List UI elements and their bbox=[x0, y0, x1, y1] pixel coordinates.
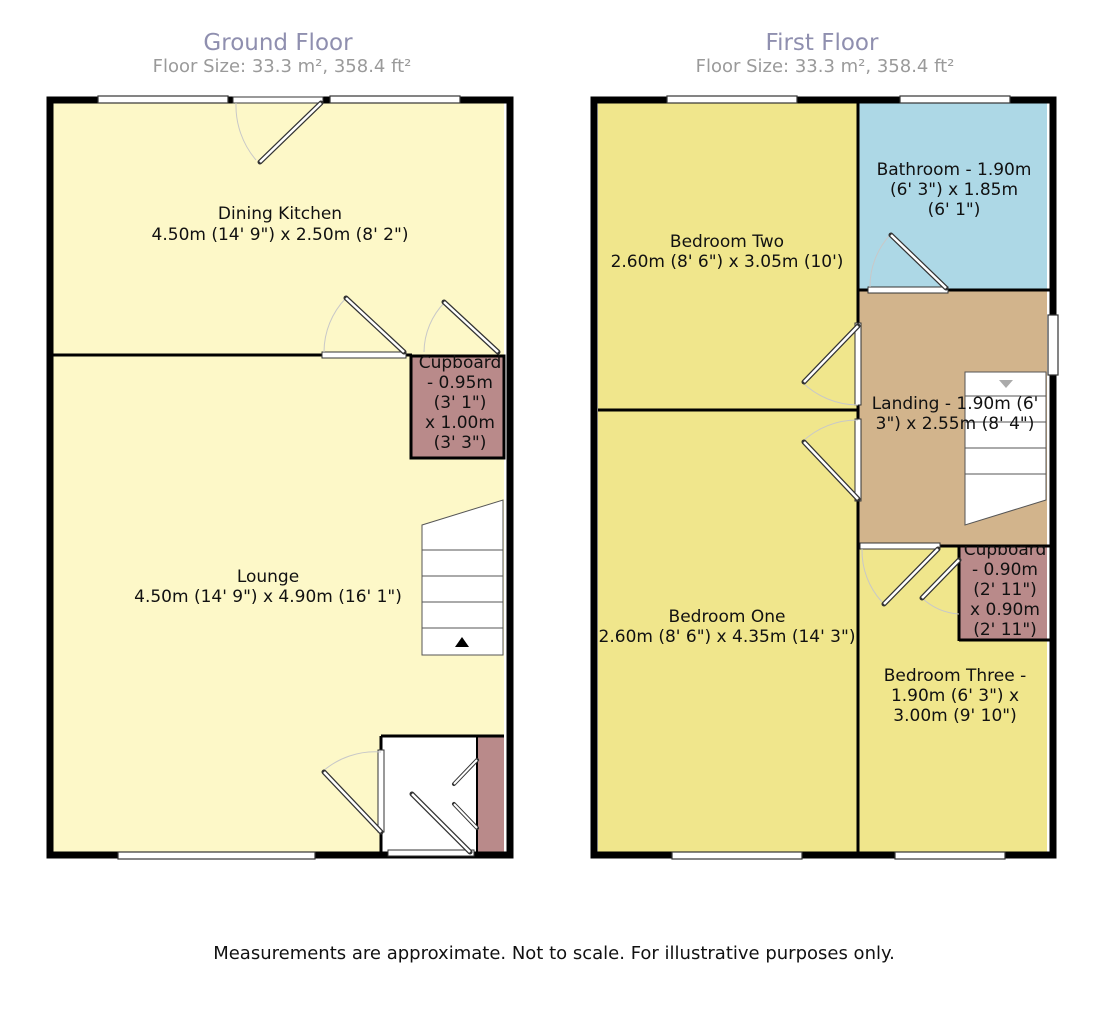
landing-window bbox=[1047, 314, 1059, 376]
svg-text:Cupboard: Cupboard bbox=[964, 540, 1047, 560]
landing-label: Landing - 1.90m (6' 3") x 2.55m (8' 4") bbox=[872, 394, 1039, 434]
ground-floor-size: Floor Size: 33.3 m², 358.4 ft² bbox=[153, 56, 412, 77]
dining-kitchen-dims: 4.50m (14' 9") x 2.50m (8' 2") bbox=[152, 225, 409, 245]
bedroom-three-label-2: 1.90m (6' 3") x bbox=[891, 686, 1019, 706]
bathroom-door bbox=[867, 232, 949, 294]
lounge-name: Lounge bbox=[237, 567, 299, 587]
kitchen-window-right bbox=[329, 95, 461, 104]
first-floor-title: First Floor bbox=[766, 30, 879, 56]
bathroom-label-3: (6' 1") bbox=[928, 200, 981, 220]
bedroom-three-label-3: 3.00m (9' 10") bbox=[893, 706, 1016, 726]
bathroom-room bbox=[859, 103, 1047, 290]
bedroom-one-dims: 2.60m (8' 6") x 4.35m (14' 3") bbox=[599, 627, 856, 647]
cupboard-door-ground bbox=[423, 299, 501, 355]
svg-text:(3' 1"): (3' 1") bbox=[434, 393, 487, 413]
ground-cupboard-title-overflow: Cupboard bbox=[419, 353, 502, 373]
first-cupboard-label: Cupboard - 0.90m (2' 11") x 0.90m (2' 11… bbox=[964, 540, 1047, 640]
bedroom-three-window bbox=[894, 851, 1006, 860]
bathroom-label-2: (6' 3") x 1.85m bbox=[890, 180, 1018, 200]
ground-floor: Ground Floor Floor Size: 33.3 m², 358.4 … bbox=[46, 30, 514, 860]
cupboard-door-first bbox=[919, 557, 962, 615]
stair-down-arrow-icon bbox=[999, 380, 1013, 388]
bedroom-two-dims: 2.60m (8' 6") x 3.05m (10') bbox=[611, 252, 844, 272]
svg-text:Landing - 1.90m (6': Landing - 1.90m (6' bbox=[872, 394, 1039, 414]
bedroom-one-door bbox=[801, 418, 862, 502]
svg-text:x 1.00m: x 1.00m bbox=[425, 413, 495, 433]
bedroom-one-window bbox=[671, 851, 803, 860]
back-door bbox=[232, 96, 324, 165]
bathroom-label-1: Bathroom - 1.90m bbox=[877, 160, 1032, 180]
svg-text:- 0.95m: - 0.95m bbox=[427, 373, 493, 393]
svg-text:(2' 11"): (2' 11") bbox=[973, 620, 1037, 640]
bedroom-one-room bbox=[598, 411, 858, 852]
first-floor-size: Floor Size: 33.3 m², 358.4 ft² bbox=[696, 56, 955, 77]
ground-floor-title: Ground Floor bbox=[203, 30, 353, 56]
kitchen-window-left bbox=[97, 95, 229, 104]
lounge-dims: 4.50m (14' 9") x 4.90m (16' 1") bbox=[134, 587, 402, 607]
svg-text:3") x 2.55m (8' 4"): 3") x 2.55m (8' 4") bbox=[876, 414, 1035, 434]
bedroom-two-name: Bedroom Two bbox=[670, 232, 784, 252]
svg-text:- 0.90m: - 0.90m bbox=[972, 560, 1038, 580]
bedroom-three-door bbox=[859, 542, 941, 607]
bathroom-window bbox=[899, 95, 1011, 104]
bedroom-two-door bbox=[801, 322, 862, 406]
first-cupboard-room bbox=[960, 546, 1047, 640]
front-door bbox=[387, 791, 475, 857]
lounge-window bbox=[117, 851, 316, 860]
bedroom-two-room bbox=[598, 103, 858, 410]
stair-up-arrow-icon bbox=[455, 637, 469, 647]
svg-text:(2' 11"): (2' 11") bbox=[973, 580, 1037, 600]
bedroom-three-label-1: Bedroom Three - bbox=[884, 666, 1027, 686]
bedroom-one-name: Bedroom One bbox=[669, 607, 786, 627]
first-staircase bbox=[964, 371, 1047, 526]
disclaimer: Measurements are approximate. Not to sca… bbox=[213, 943, 895, 964]
lounge-hall-door bbox=[321, 749, 385, 835]
bedroom-one-label: Bedroom One 2.60m (8' 6") x 4.35m (14' 3… bbox=[599, 607, 856, 647]
store-door bbox=[452, 758, 479, 830]
ground-staircase bbox=[421, 499, 504, 656]
kitchen-door bbox=[321, 295, 407, 359]
ground-cupboard-room bbox=[412, 357, 503, 457]
under-stair-store bbox=[478, 737, 504, 852]
svg-text:(3' 3"): (3' 3") bbox=[434, 433, 487, 453]
hallway-area bbox=[382, 737, 477, 852]
dining-kitchen-name: Dining Kitchen bbox=[218, 204, 342, 224]
bedroom-two-window bbox=[666, 95, 798, 104]
ground-cupboard-label: - 0.95m (3' 1") x 1.00m (3' 3") bbox=[425, 373, 495, 453]
first-floor: First Floor Floor Size: 33.3 m², 358.4 f… bbox=[590, 30, 1059, 860]
svg-text:x 0.90m: x 0.90m bbox=[970, 600, 1040, 620]
